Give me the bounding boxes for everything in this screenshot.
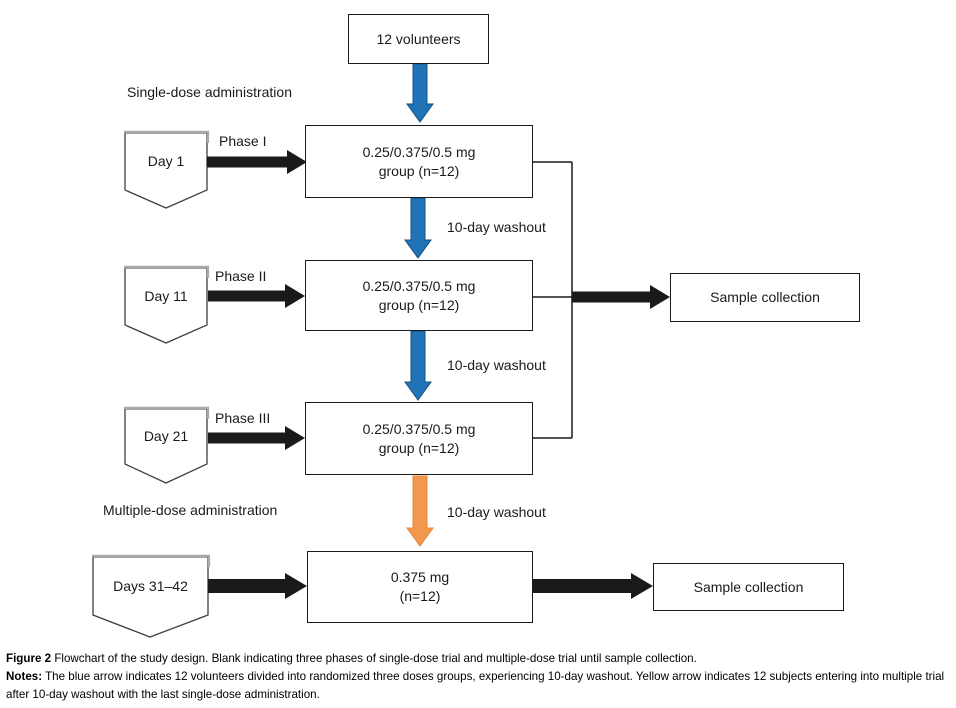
phase2-label: Phase II	[215, 268, 267, 284]
washout-label-2: 10-day washout	[447, 357, 546, 373]
pentagon-day11	[124, 265, 210, 344]
sample-bottom-arrow	[533, 573, 653, 599]
sample-collection-bottom-text: Sample collection	[693, 578, 804, 595]
days31-42-label: Days 31–42	[113, 578, 188, 594]
notes-text: The blue arrow indicates 12 volunteers d…	[6, 669, 945, 701]
dose-box-phase1: 0.25/0.375/0.5 mg group (n=12)	[305, 125, 533, 198]
washout-blue-arrow-2	[404, 330, 432, 401]
phase1-label: Phase I	[219, 133, 267, 149]
multiple-dose-box-line1: 0.375 mg	[390, 569, 450, 585]
day11-label: Day 11	[144, 288, 188, 304]
flowchart-graphics	[92, 63, 670, 638]
multiple-dose-box: 0.375 mg (n=12)	[307, 551, 533, 623]
dose-box-phase3-line1: 0.25/0.375/0.5 mg	[362, 420, 476, 437]
dose-box-phase2-line1: 0.25/0.375/0.5 mg	[362, 277, 476, 294]
day21-label: Day 21	[143, 428, 189, 444]
figure-number: Figure 2	[6, 652, 52, 665]
washout-label-1: 10-day washout	[447, 219, 546, 235]
pentagon-day1	[124, 130, 210, 209]
volunteers-box: 12 volunteers	[348, 14, 489, 64]
dose-box-phase1-line1: 0.25/0.375/0.5 mg	[362, 143, 476, 160]
single-dose-section-label: Single-dose administration	[127, 84, 292, 100]
sample-collection-box-top: Sample collection	[670, 273, 860, 322]
figure-description: Flowchart of the study design. Blank ind…	[51, 652, 697, 665]
notes-label: Notes:	[6, 669, 43, 683]
dose-box-phase2: 0.25/0.375/0.5 mg group (n=12)	[305, 260, 533, 331]
figure-caption: Figure 2 Flowchart of the study design. …	[6, 650, 952, 703]
caption-figure-line: Figure 2 Flowchart of the study design. …	[6, 650, 952, 668]
washout-blue-arrow-1	[404, 197, 432, 259]
washout-label-3: 10-day washout	[447, 504, 546, 520]
dose-box-phase2-line2: group (n=12)	[378, 296, 460, 313]
volunteers-text: 12 volunteers	[376, 30, 461, 47]
connector-lines	[533, 161, 573, 439]
pentagon-days31-42	[92, 554, 211, 638]
phase3-label: Phase III	[215, 410, 271, 426]
dose-box-phase1-line2: group (n=12)	[378, 162, 460, 179]
multiple-dose-arrow	[208, 573, 307, 599]
phase3-arrow	[208, 426, 305, 450]
day1-label: Day 1	[147, 153, 185, 169]
multiple-dose-section-label: Multiple-dose administration	[103, 502, 278, 518]
dose-box-phase3: 0.25/0.375/0.5 mg group (n=12)	[305, 402, 533, 475]
caption-notes-line: Notes: The blue arrow indicates 12 volun…	[6, 668, 952, 704]
volunteers-blue-arrow	[406, 63, 434, 123]
flowchart-canvas: 12 volunteers 0.25/0.375/0.5 mg group (n…	[92, 14, 860, 638]
sample-top-arrow	[572, 285, 670, 309]
phase1-arrow	[207, 150, 307, 174]
dose-box-phase3-line2: group (n=12)	[378, 439, 460, 456]
washout-orange-arrow	[406, 475, 434, 547]
phase2-arrow	[208, 284, 305, 308]
multiple-dose-box-line2: (n=12)	[399, 588, 441, 604]
sample-collection-top-text: Sample collection	[710, 289, 820, 305]
sample-collection-box-bottom: Sample collection	[653, 563, 844, 611]
pentagon-day21	[124, 406, 210, 484]
